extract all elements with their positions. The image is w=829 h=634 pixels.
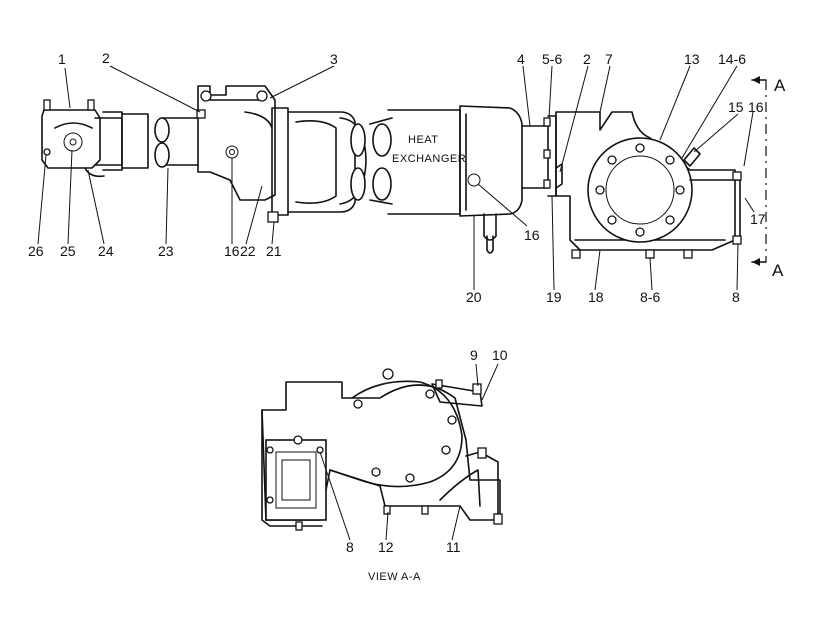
view-label: VIEW A-A xyxy=(368,571,421,583)
callout-8-6: 8-6 xyxy=(640,289,660,305)
callout-2: 2 xyxy=(102,50,110,66)
callout-22: 22 xyxy=(240,243,256,259)
end-cap xyxy=(41,99,101,169)
heat-label-line2: EXCHANGER xyxy=(392,153,466,165)
callout-4: 4 xyxy=(517,51,525,67)
callout-11: 11 xyxy=(446,539,461,555)
callout-5-6: 5-6 xyxy=(542,51,562,67)
callout-3: 3 xyxy=(330,51,338,67)
callout-13: 13 xyxy=(684,51,700,67)
callout-16b: 16 xyxy=(224,243,240,259)
callout-2b: 2 xyxy=(583,51,591,67)
callout-17: 17 xyxy=(750,211,766,227)
callout-20: 20 xyxy=(466,289,482,305)
heat-exchanger: HEAT EXCHANGER xyxy=(387,105,523,254)
callout-8a: 8 xyxy=(732,289,740,305)
callout-19: 19 xyxy=(546,289,562,305)
adapter-flange xyxy=(196,85,276,201)
leader-lines-top xyxy=(37,65,755,291)
callout-24: 24 xyxy=(98,243,114,259)
heat-label-line1: HEAT xyxy=(408,134,439,146)
elbow-connector xyxy=(84,111,149,178)
callout-14-6: 14-6 xyxy=(718,51,746,67)
callouts: 1 2 3 4 5-6 2 7 13 14-6 15 16 17 26 25 2… xyxy=(28,50,766,555)
pump-connector xyxy=(521,115,557,197)
leader-lines-view xyxy=(319,363,499,541)
hose xyxy=(154,117,199,168)
callout-26: 26 xyxy=(28,243,44,259)
callout-23: 23 xyxy=(158,243,174,259)
callout-10: 10 xyxy=(492,347,508,363)
callout-25: 25 xyxy=(60,243,76,259)
section-mark-bottom: A xyxy=(772,261,784,280)
callout-1: 1 xyxy=(58,51,66,67)
callout-16a: 16 xyxy=(748,99,764,115)
pump-housing xyxy=(555,111,742,259)
section-line: A A xyxy=(751,76,786,280)
callout-7: 7 xyxy=(605,51,613,67)
section-mark-top: A xyxy=(774,76,786,95)
callout-12: 12 xyxy=(378,539,394,555)
hose-2 xyxy=(350,117,393,205)
callout-18: 18 xyxy=(588,289,604,305)
callout-15: 15 xyxy=(728,99,744,115)
callout-9: 9 xyxy=(470,347,478,363)
callout-21: 21 xyxy=(266,243,282,259)
callout-16c: 16 xyxy=(524,227,540,243)
inlet-housing xyxy=(267,107,367,223)
callout-8b: 8 xyxy=(346,539,354,555)
view-a-a: VIEW A-A xyxy=(261,368,503,583)
